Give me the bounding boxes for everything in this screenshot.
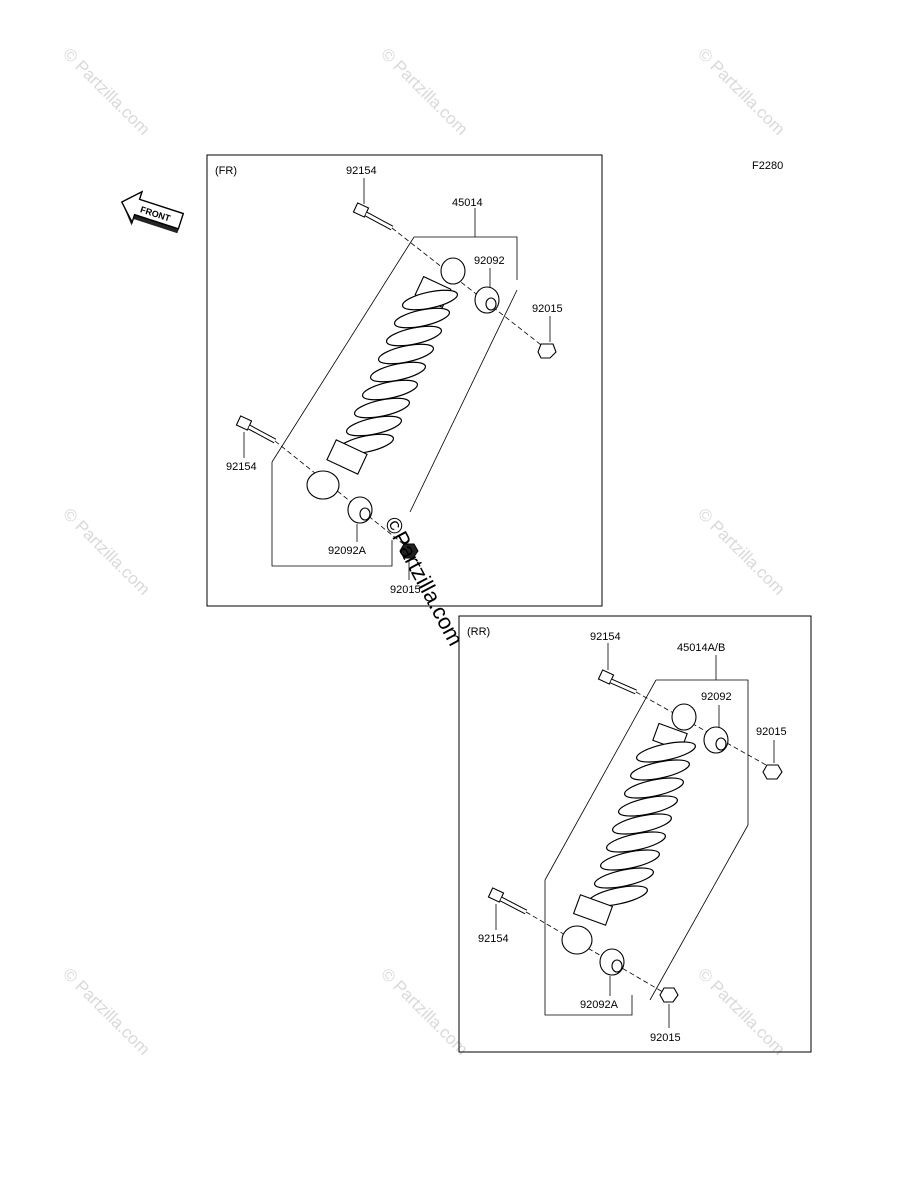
front-outline-right	[409, 289, 518, 513]
watermark-mid-right: © Partzilla.com	[694, 504, 788, 598]
rear-top-axis	[635, 691, 776, 771]
front-bottom-bolt-icon	[235, 415, 277, 444]
watermarks: © Partzilla.com © Partzilla.com © Partzi…	[59, 44, 788, 1058]
rear-nut-top-label: 92015	[756, 726, 787, 738]
front-bushing-bottom-label: 92092A	[328, 545, 367, 557]
front-coil-spring	[337, 289, 459, 455]
rear-nut-bottom-label: 92015	[650, 1032, 681, 1044]
rear-lower-bracket	[544, 880, 633, 1016]
rear-outline-right	[649, 824, 749, 1001]
watermark-bottom-left: © Partzilla.com	[59, 964, 153, 1058]
front-assembly-bracket	[414, 236, 518, 280]
front-bolt-bottom-label: 92154	[226, 461, 257, 473]
watermark-bottom-center: © Partzilla.com	[377, 964, 471, 1058]
rear-top-bushing-bore	[715, 737, 727, 751]
watermark-center: ©Partzilla.com	[380, 513, 469, 650]
front-section: (FR) 92154 45014	[206, 154, 603, 607]
rear-bolt-top-label: 92154	[590, 631, 621, 643]
rear-shock-absorber-icon	[572, 703, 697, 926]
front-top-bolt-icon	[352, 202, 394, 231]
watermark-mid-left: © Partzilla.com	[59, 504, 153, 598]
rear-bushing-bottom-label: 92092A	[580, 999, 619, 1011]
front-arrow-icon: FRONT	[120, 190, 185, 234]
rear-bushing-top-label: 92092	[701, 691, 732, 703]
watermark-bottom-right: © Partzilla.com	[694, 964, 788, 1058]
front-top-axis	[391, 227, 546, 349]
rear-top-bolt-icon	[597, 669, 638, 695]
rear-section: (RR) 92154 45014A/B	[458, 615, 812, 1053]
front-bushing-top-label: 92092	[474, 255, 505, 267]
rear-bolt-bottom-label: 92154	[478, 933, 509, 945]
rear-outline-left	[544, 679, 657, 881]
front-outline-left	[271, 236, 415, 463]
front-bolt-top-label: 92154	[346, 165, 377, 177]
rear-bottom-nut-icon	[659, 987, 679, 1003]
rear-bottom-eye-icon	[561, 925, 593, 955]
watermark-top-left: © Partzilla.com	[59, 44, 153, 138]
front-top-bushing-bore	[485, 297, 497, 311]
front-bottom-nut-icon	[399, 543, 419, 559]
watermark-top-right: © Partzilla.com	[694, 44, 788, 138]
rear-bottom-bushing-bore	[611, 959, 623, 973]
front-lower-bracket	[271, 462, 393, 567]
front-section-frame	[206, 154, 603, 607]
front-nut-top-label: 92015	[532, 303, 563, 315]
front-bottom-eye-icon	[306, 470, 340, 500]
diagram-code: F2280	[752, 160, 783, 172]
watermark-top-center: © Partzilla.com	[377, 44, 471, 138]
rear-assembly-label: 45014A/B	[677, 642, 725, 654]
rear-section-frame	[458, 615, 812, 1053]
rear-bottom-bolt-icon	[487, 887, 528, 915]
rear-assembly-bracket	[656, 679, 749, 825]
front-nut-bottom-label: 92015	[390, 584, 421, 596]
front-assembly-label: 45014	[452, 197, 483, 209]
front-section-title: (FR)	[215, 165, 237, 177]
front-bottom-bushing-bore	[359, 507, 371, 521]
front-bottom-axis	[274, 440, 413, 552]
rear-bottom-axis	[525, 911, 669, 996]
rear-coil-spring	[588, 741, 696, 907]
front-top-nut-icon	[537, 343, 557, 359]
front-shock-absorber-icon	[326, 257, 466, 475]
rear-section-title: (RR)	[467, 626, 490, 638]
rear-top-nut-icon	[762, 764, 783, 780]
